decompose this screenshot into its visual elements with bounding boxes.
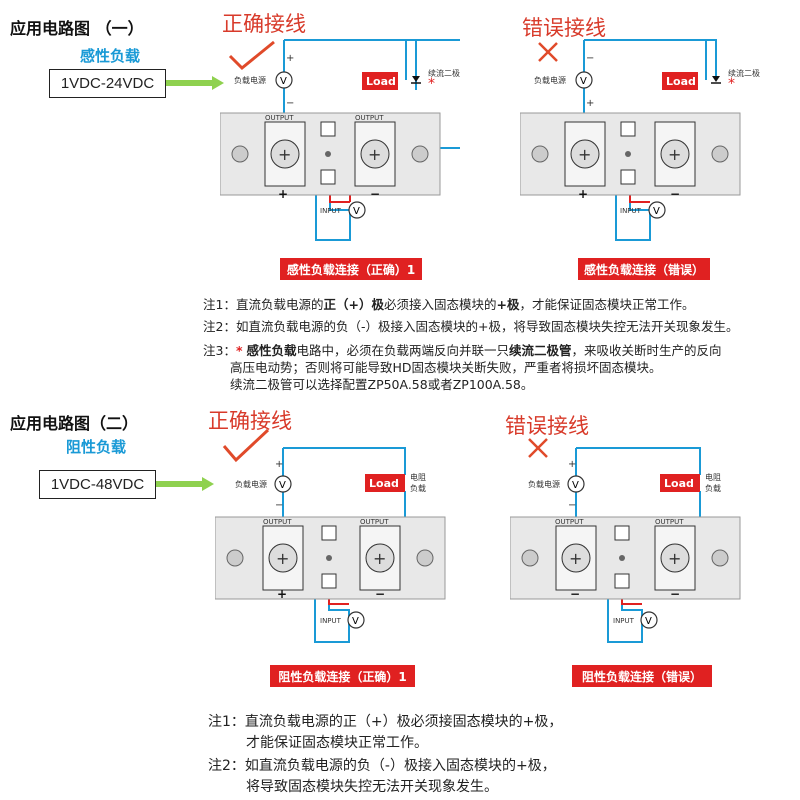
section2-voltage-range: 1VDC-48VDC bbox=[39, 470, 156, 499]
svg-text:+: + bbox=[578, 145, 591, 164]
svg-text:V: V bbox=[352, 616, 359, 627]
diagram4-title: 错误接线 bbox=[505, 414, 589, 438]
mount-hole-right bbox=[411, 145, 429, 163]
svg-text:INPUT: INPUT bbox=[320, 617, 342, 625]
svg-text:+: + bbox=[277, 587, 287, 601]
check-mark-icon bbox=[228, 40, 275, 71]
voltmeter-icon bbox=[275, 71, 293, 89]
svg-text:−: − bbox=[370, 187, 380, 201]
cross-mark-icon bbox=[528, 438, 548, 458]
section2-load-type: 阻性负载 bbox=[66, 438, 127, 456]
svg-text:−: − bbox=[586, 53, 594, 64]
input-label: INPUT bbox=[320, 207, 342, 215]
svg-text:V: V bbox=[580, 76, 587, 87]
svg-text:OUTPUT: OUTPUT bbox=[263, 518, 292, 526]
note1-line2: 注2：如直流负载电源的负（-）极接入固态模块的+极，将导致固态模块失控无法开关现… bbox=[203, 319, 739, 334]
note2-line4: 将导致固态模块失控无法开关现象发生。 bbox=[246, 779, 498, 795]
svg-text:Load: Load bbox=[666, 75, 696, 88]
diagram2-title: 错误接线 bbox=[522, 16, 606, 40]
load-box bbox=[362, 72, 398, 90]
caption-inductive-wrong: 感性负载连接（错误） bbox=[578, 258, 710, 280]
cross-mark-icon bbox=[538, 42, 558, 62]
output-label-right: OUTPUT bbox=[355, 114, 384, 122]
svg-text:Load: Load bbox=[369, 477, 399, 490]
svg-text:V: V bbox=[572, 480, 579, 491]
svg-text:+: + bbox=[569, 549, 582, 568]
caption-resistive-wrong: 阻性负载连接（错误） bbox=[572, 665, 712, 687]
svg-text:INPUT: INPUT bbox=[613, 617, 635, 625]
diode-icon bbox=[412, 76, 420, 82]
section1-range-arrow bbox=[166, 76, 224, 90]
svg-text:+: + bbox=[373, 549, 386, 568]
section1-voltage-range: 1VDC-24VDC bbox=[49, 69, 166, 98]
input-voltmeter-icon bbox=[348, 201, 366, 219]
section1-title: 应用电路图 （一） bbox=[10, 19, 144, 38]
svg-text:−: − bbox=[570, 587, 580, 601]
svg-text:V: V bbox=[653, 206, 660, 217]
svg-text:+: + bbox=[278, 145, 291, 164]
diode-label: 续流二极管 bbox=[428, 68, 460, 78]
svg-text:OUTPUT: OUTPUT bbox=[655, 518, 684, 526]
note1-line1: 注1：直流负载电源的正（+）极必须接入固态模块的+极，才能保证固态模块正常工作。 bbox=[203, 297, 695, 312]
svg-text:续流二极管: 续流二极管 bbox=[728, 68, 760, 78]
svg-text:OUTPUT: OUTPUT bbox=[360, 518, 389, 526]
note2-line3: 注2：如直流负载电源的负（-）极接入固态模块的+极， bbox=[208, 758, 556, 774]
svg-text:INPUT: INPUT bbox=[620, 207, 642, 215]
svg-text:负载电源: 负载电源 bbox=[528, 479, 560, 489]
svg-text:*: * bbox=[728, 76, 735, 92]
diagram-resistive-correct: V 负载电源 + − Load 电阻 负载 + OUTPUT + OUTPUT … bbox=[215, 447, 446, 643]
diagram-resistive-wrong: V 负载电源 + − Load 电阻 负载 + + OUTPUT OUTPUT … bbox=[510, 447, 741, 643]
svg-text:+: + bbox=[578, 187, 588, 201]
svg-text:+: + bbox=[368, 145, 381, 164]
svg-text:+: + bbox=[668, 145, 681, 164]
svg-text:电阻: 电阻 bbox=[705, 472, 721, 482]
svg-text:V: V bbox=[645, 616, 652, 627]
note1-line4: 高压电动势；否则将可能导致HD固态模块关断失败，严重者将损坏固态模块。 bbox=[230, 360, 662, 375]
note1-line3: 注3：* 感性负载电路中，必须在负载两端反向并联一只续流二极管，来吸收关断时生产… bbox=[203, 343, 722, 358]
check-mark-icon bbox=[222, 428, 270, 463]
svg-text:OUTPUT: OUTPUT bbox=[555, 518, 584, 526]
voltmeter-label: V bbox=[280, 76, 287, 87]
section2-title: 应用电路图（二） bbox=[10, 414, 139, 433]
svg-text:Load: Load bbox=[664, 477, 694, 490]
svg-text:+: + bbox=[668, 549, 681, 568]
svg-text:+: + bbox=[278, 187, 288, 201]
minus-sign: − bbox=[286, 98, 294, 109]
output-label-left: OUTPUT bbox=[265, 114, 294, 122]
diagram3-title: 正确接线 bbox=[208, 409, 292, 433]
svg-text:+: + bbox=[586, 98, 594, 109]
svg-text:−: − bbox=[670, 187, 680, 201]
mount-hole-left bbox=[231, 145, 249, 163]
note2-line1: 注1：直流负载电源的正（+）极必须接固态模块的+极， bbox=[208, 714, 563, 730]
diagram-inductive-wrong: V 负载电源 − + Load 续流二极管 * + + + − V INPUT bbox=[520, 39, 760, 241]
svg-text:V: V bbox=[279, 480, 286, 491]
diagram1-title: 正确接线 bbox=[222, 12, 306, 36]
svg-text:+: + bbox=[275, 459, 283, 470]
svg-text:负载: 负载 bbox=[410, 483, 426, 493]
svg-text:−: − bbox=[670, 587, 680, 601]
note1-line5: 续流二极管可以选择配置ZP50A.58或者ZP100A.58。 bbox=[230, 377, 534, 392]
caption-resistive-correct: 阻性负载连接（正确）1 bbox=[270, 665, 415, 687]
svg-text:+: + bbox=[276, 549, 289, 568]
svg-text:+: + bbox=[568, 459, 576, 470]
svg-text:负载电源: 负载电源 bbox=[235, 479, 267, 489]
svg-text:−: − bbox=[375, 587, 385, 601]
diagram-inductive-correct: V 负载电源 + − Load 续流二极管 * + OUTPUT + OUTPU… bbox=[220, 39, 460, 241]
svg-text:−: − bbox=[275, 500, 283, 511]
star-mark: * bbox=[428, 76, 435, 92]
svg-text:V: V bbox=[353, 206, 360, 217]
note2-line2: 才能保证固态模块正常工作。 bbox=[246, 735, 428, 751]
svg-text:负载电源: 负载电源 bbox=[534, 75, 566, 85]
load-power-label: 负载电源 bbox=[234, 75, 266, 85]
section2-range-arrow bbox=[156, 477, 214, 491]
svg-text:电阻: 电阻 bbox=[410, 472, 426, 482]
load-label: Load bbox=[366, 75, 396, 88]
plus-sign: + bbox=[286, 53, 294, 64]
caption-inductive-correct: 感性负载连接（正确）1 bbox=[280, 258, 422, 280]
section1-load-type: 感性负载 bbox=[80, 47, 141, 65]
svg-text:−: − bbox=[568, 500, 576, 511]
svg-text:负载: 负载 bbox=[705, 483, 721, 493]
